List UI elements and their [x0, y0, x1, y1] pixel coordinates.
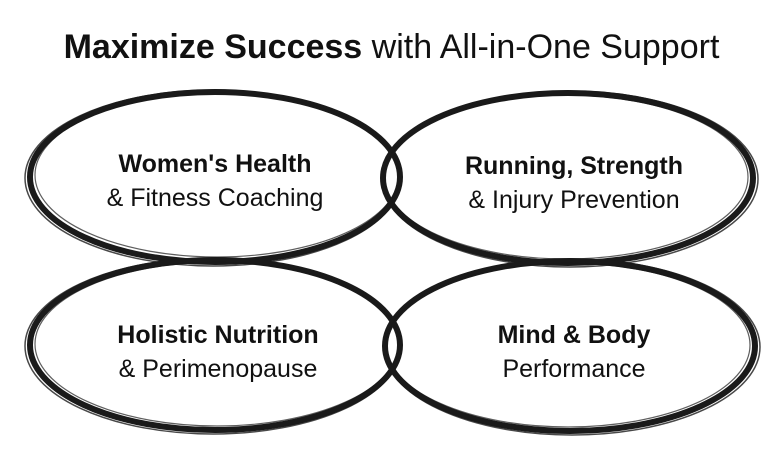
title-bold-part: Maximize Success — [63, 28, 363, 66]
ring-label-mind-body: Mind & Body Performance — [424, 318, 724, 386]
ring-title: Women's Health — [118, 150, 312, 178]
ring-mind-body — [382, 258, 761, 436]
ring-label-running-strength: Running, Strength & Injury Prevention — [424, 149, 724, 217]
ring-subtitle: & Fitness Coaching — [106, 184, 324, 212]
ring-subtitle: Performance — [502, 355, 646, 383]
ring-subtitle: & Injury Prevention — [468, 186, 680, 214]
ring-label-womens-health: Women's Health & Fitness Coaching — [65, 147, 365, 215]
ring-subtitle: & Perimenopause — [118, 355, 318, 383]
ring-title: Running, Strength — [464, 152, 684, 180]
ring-holistic-nutrition — [24, 257, 403, 435]
ring-title: Holistic Nutrition — [117, 321, 319, 349]
ring-label-holistic-nutrition: Holistic Nutrition & Perimenopause — [68, 318, 368, 386]
title-regular-part: with All-in-One Support — [362, 28, 720, 66]
page-title: Maximize Success with All-in-One Support — [0, 26, 783, 68]
ring-title: Mind & Body — [497, 321, 651, 349]
